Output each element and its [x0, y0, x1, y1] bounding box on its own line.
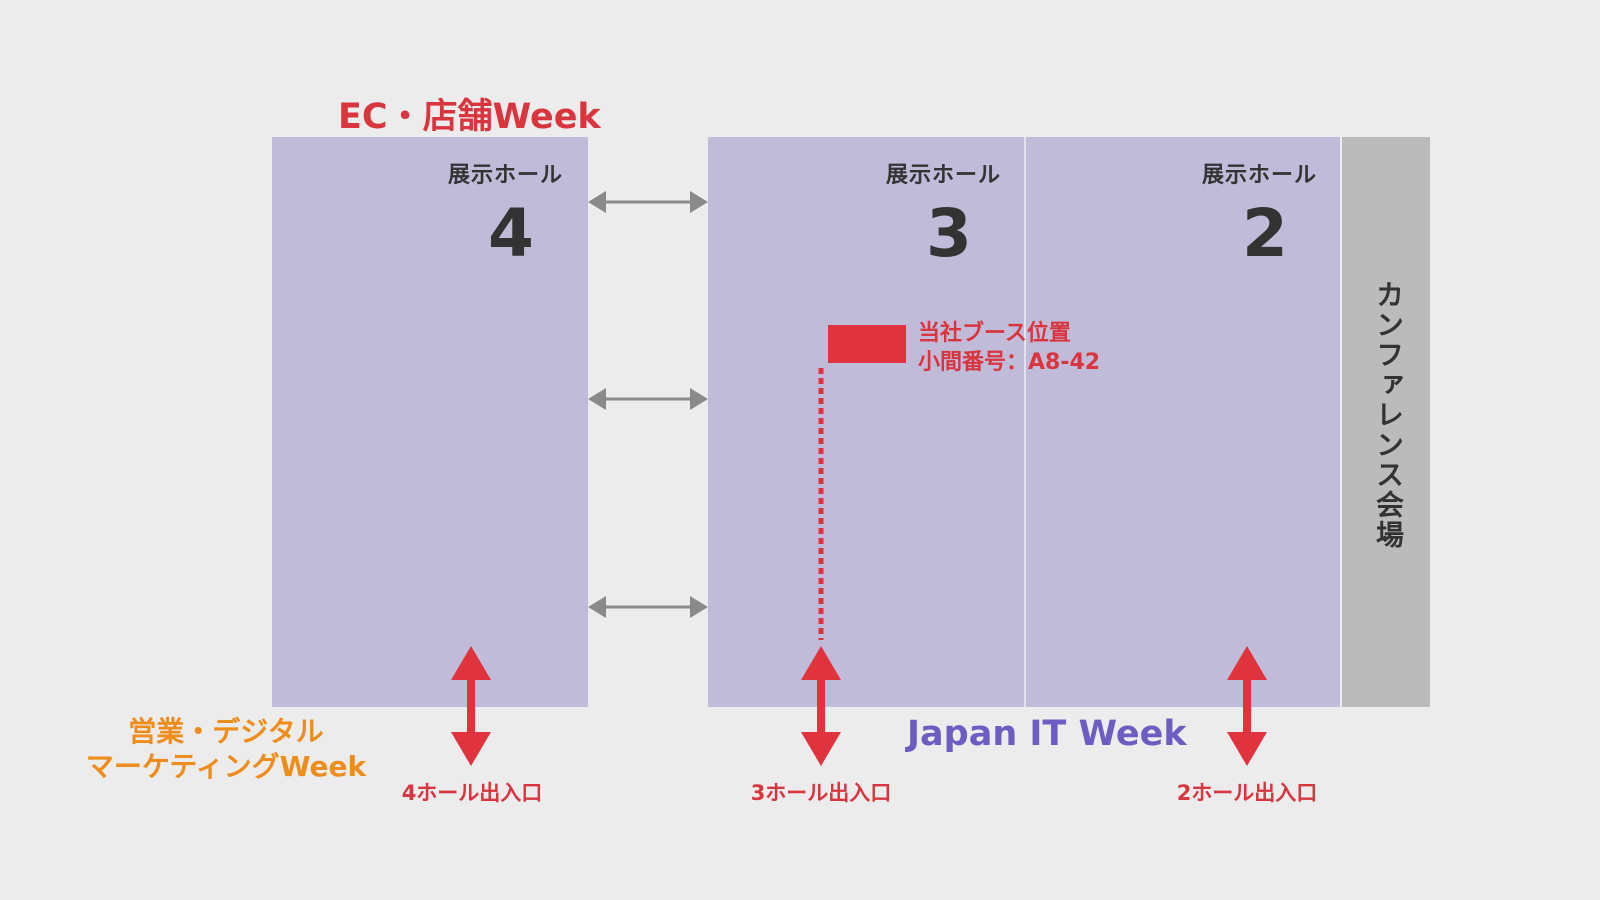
hall-divider	[1024, 137, 1026, 707]
sales-digital-week-title: 営業・デジタル マーケティングWeek	[78, 714, 374, 784]
entrance-2-label: 2ホール出入口	[1176, 781, 1318, 805]
entrance-4-label: 4ホール出入口	[401, 781, 543, 805]
booth-marker[interactable]	[828, 325, 906, 363]
entrance-2-arrow[interactable]	[1227, 646, 1267, 766]
booth-position-label: 当社ブース位置	[918, 321, 1071, 346]
hall-connector-bottom	[588, 596, 708, 618]
hall-4-number: 4	[488, 195, 534, 272]
hall-2-number: 2	[1242, 195, 1288, 272]
hall-connector-middle	[588, 388, 708, 410]
hall-3-number: 3	[926, 195, 972, 272]
ec-store-week-title: EC・店舗Week	[338, 97, 601, 137]
booth-info: 当社ブース位置 小間番号：A8-42	[918, 320, 1100, 377]
exhibition-hall-4[interactable]: 展示ホール 4	[272, 137, 588, 707]
entrance-4-arrow[interactable]	[451, 646, 491, 766]
booth-number-label: 小間番号：A8-42	[918, 349, 1101, 375]
exhibition-hall-3[interactable]: 展示ホール 3	[708, 137, 1024, 707]
hall-connector-top	[588, 191, 708, 213]
sales-digital-week-line1: 営業・デジタル	[128, 715, 324, 748]
hall-3-title: 展示ホール	[886, 163, 1002, 188]
conference-hall-label: カンファレンス会場	[1372, 280, 1405, 550]
hall-4-title: 展示ホール	[448, 163, 564, 188]
hall-2-title: 展示ホール	[1202, 163, 1318, 188]
sales-digital-week-line2: マーケティングWeek	[85, 750, 367, 783]
japan-it-week-title: Japan IT Week	[907, 714, 1187, 754]
entrance-3-arrow[interactable]	[801, 646, 841, 766]
exhibition-hall-2[interactable]: 展示ホール 2	[1026, 137, 1340, 707]
conference-hall[interactable]: カンファレンス会場	[1342, 137, 1430, 707]
entrance-3-label: 3ホール出入口	[750, 781, 892, 805]
